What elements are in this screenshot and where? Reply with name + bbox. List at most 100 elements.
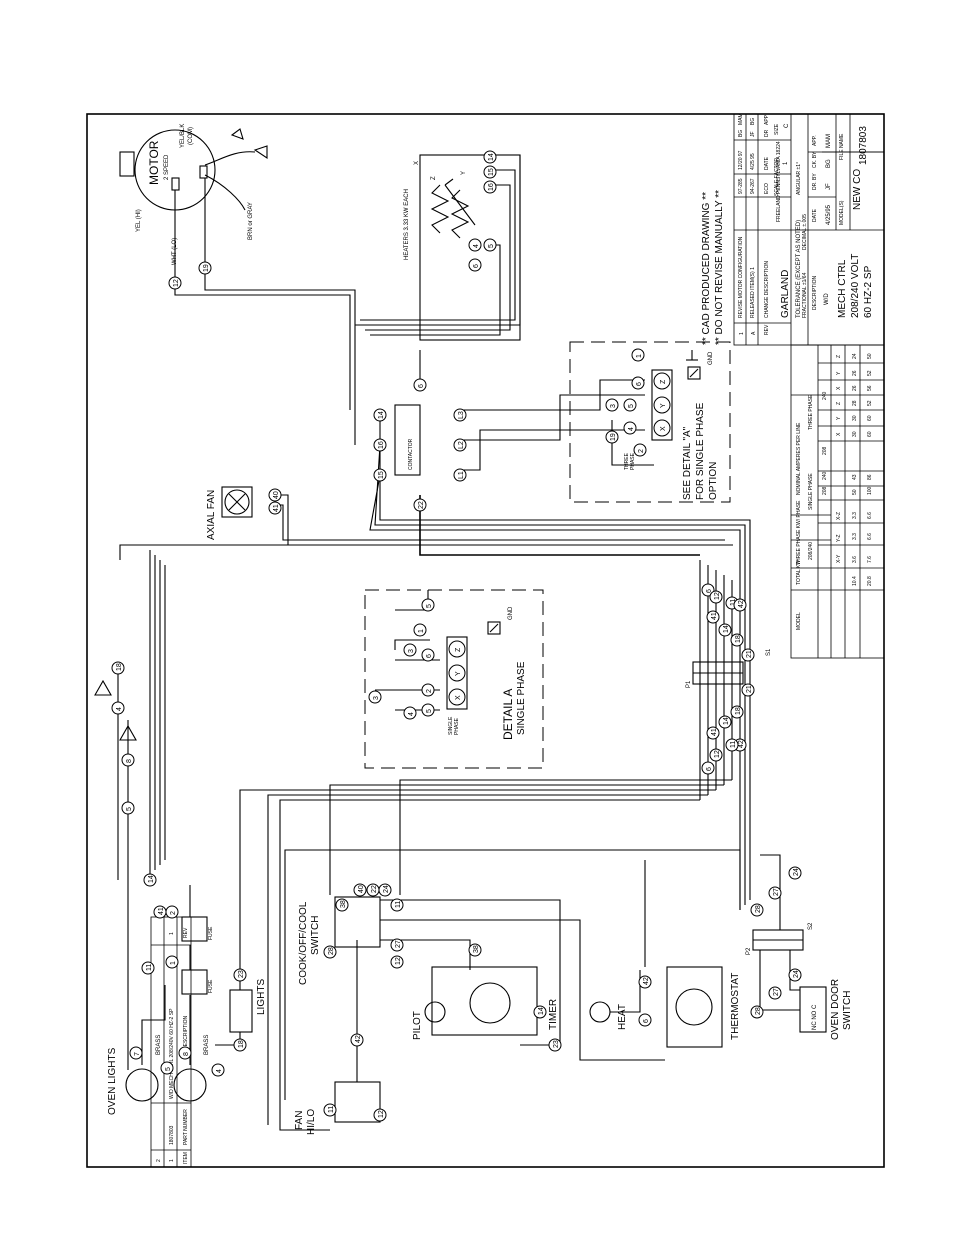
connector-p2-s2: P2 S2 [746,922,814,955]
wires [94,154,800,1131]
svg-text:L3: L3 [458,411,465,419]
amp-volt-208-240: 208/240 [808,542,814,560]
oven-door-switch: NC NO C OVEN DOOR SWITCH [799,979,853,1040]
brass-label-2: BRASS [204,1035,210,1055]
heaters-label: HEATERS 3.33 KW EACH [404,189,410,260]
amp-model-label: MODEL [796,612,802,630]
svg-text:28: 28 [755,905,762,913]
amp-208-single: 208 [822,486,828,495]
svg-text:27: 27 [773,888,780,896]
terminal-y-three-phase [653,396,671,414]
detail-a-subtitle: SINGLE PHASE [516,661,527,735]
amp-three-phase-label: THREE PHASE [808,394,814,430]
parts-row1-part: 1807803 [169,1125,175,1145]
svg-text:2: 2 [170,911,177,915]
svg-text:5: 5 [628,404,635,408]
svg-text:11: 11 [730,599,737,606]
parts-row1-desc: W/D MECH CTRL 208/240V 60 HZ-2 SP [169,1008,175,1099]
svg-text:23: 23 [238,970,245,978]
oven-lights-label: OVEN LIGHTS [107,1047,118,1115]
wire-number-nodes: 12 19 14 15 16 5 4 6 6 14 16 15 L3 L2 L1… [111,150,802,1122]
amp-r1-kw-yz: 3.3 [852,533,858,540]
parts-header-part: PART NUMBER [183,1109,189,1145]
svg-text:11: 11 [146,964,153,971]
motor-shaft-icon [119,151,135,177]
parts-header-desc: DESCRIPTION [183,1015,189,1050]
gnd-label-detail: GND [508,606,514,620]
heater-element-z-icon [450,189,470,239]
three-phase-label-1: THREE [624,452,630,470]
s1-label: S1 [766,648,772,656]
contactor: CONTACTOR [394,404,421,476]
svg-text:14: 14 [723,717,730,725]
amp-r2-t5: 52 [867,370,873,376]
fan-switch-icon [334,1081,381,1123]
amperes-table: MODEL TOTAL KW THREE PHASE KW/ PHASE 208… [790,344,885,659]
s2-label: S2 [808,922,814,930]
svg-text:14: 14 [378,411,385,419]
description-line-4: 60 HZ-2 SP [863,265,874,318]
amp-r2-kw-xz: 6.6 [867,512,873,519]
svg-text:40: 40 [358,885,365,893]
amp-col-y1: Y [836,416,842,420]
svg-text:24: 24 [793,868,800,876]
heater-element-x-icon [430,184,450,234]
thermostat-dial-icon [675,988,713,1026]
see-detail-line-2: FOR SINGLE PHASE [695,402,706,500]
motor-label: MOTOR [147,140,161,185]
detail-a-title: DETAIL A [501,689,515,740]
svg-text:15: 15 [378,471,385,479]
fractional-tol: FRACTIONAL ±1/64 [802,272,808,318]
amp-r2-s240: 86 [867,474,873,480]
svg-text:27: 27 [773,988,780,996]
amp-r2-t1: 60 [867,431,873,437]
amp-r1-kw-xy: 3.6 [852,556,858,563]
amp-col-x1: X [836,432,842,436]
svg-text:42: 42 [643,977,650,985]
svg-text:16: 16 [378,441,385,449]
timer-label: TIMER [548,999,559,1030]
svg-text:4: 4 [628,427,635,431]
company-sub: FREELAND PENNSYLVANIA 18224 [776,141,782,222]
checked-by-value: BG [826,159,832,168]
svg-text:L1: L1 [458,471,465,479]
axial-fan-label: AXIAL FAN [206,490,217,540]
svg-text:4: 4 [116,707,123,711]
amp-r1-t6: 24 [852,353,858,359]
svg-text:6: 6 [706,589,713,593]
description-line-1: W/D [824,293,830,305]
svg-text:6: 6 [643,1019,650,1023]
svg-text:L2: L2 [458,441,465,449]
svg-text:5: 5 [488,244,495,248]
svg-text:42: 42 [738,600,745,608]
terminal-x-three-phase [653,419,671,437]
amp-three-phase-kw-label: THREE PHASE KW/ PHASE [796,500,802,565]
svg-text:18: 18 [238,1040,245,1048]
svg-text:18: 18 [735,635,742,643]
svg-text:24: 24 [793,970,800,978]
heat-light-icon [589,1001,611,1023]
amp-r1-t3: 28 [852,400,858,406]
title-block: 1 A REVISE MOTOR CONFIGURATION 97-285 12… [701,113,885,346]
amp-col-z2: Z [836,355,842,358]
amp-r1-s208: 50 [852,489,858,495]
svg-text:1: 1 [418,629,425,633]
svg-text:28: 28 [328,947,335,955]
terminal-y-detail-label: Y [455,671,462,676]
amp-r2-t4: 56 [867,385,873,391]
see-detail-box: SEE DETAIL "A" FOR SINGLE PHASE OPTION T… [569,341,731,503]
rev-1-eco: 97-285 [738,178,744,194]
scale-label: SCALE FACTOR [774,158,780,196]
file-name-label: FILE NAME [839,133,845,160]
svg-text:40: 40 [273,491,280,499]
rev-1-app: MAM [738,113,744,125]
svg-text:38: 38 [473,945,480,953]
lights-label: LIGHTS [256,979,267,1015]
wire-yel-blk-label: YEL/BLK [180,124,186,148]
svg-text:12: 12 [714,592,721,600]
svg-text:28: 28 [755,1007,762,1015]
amp-240-three: 240 [822,391,828,400]
svg-text:6: 6 [426,654,433,658]
amp-r2-total: 20.8 [867,576,873,586]
drawn-by-label: DR. BY [812,173,818,190]
